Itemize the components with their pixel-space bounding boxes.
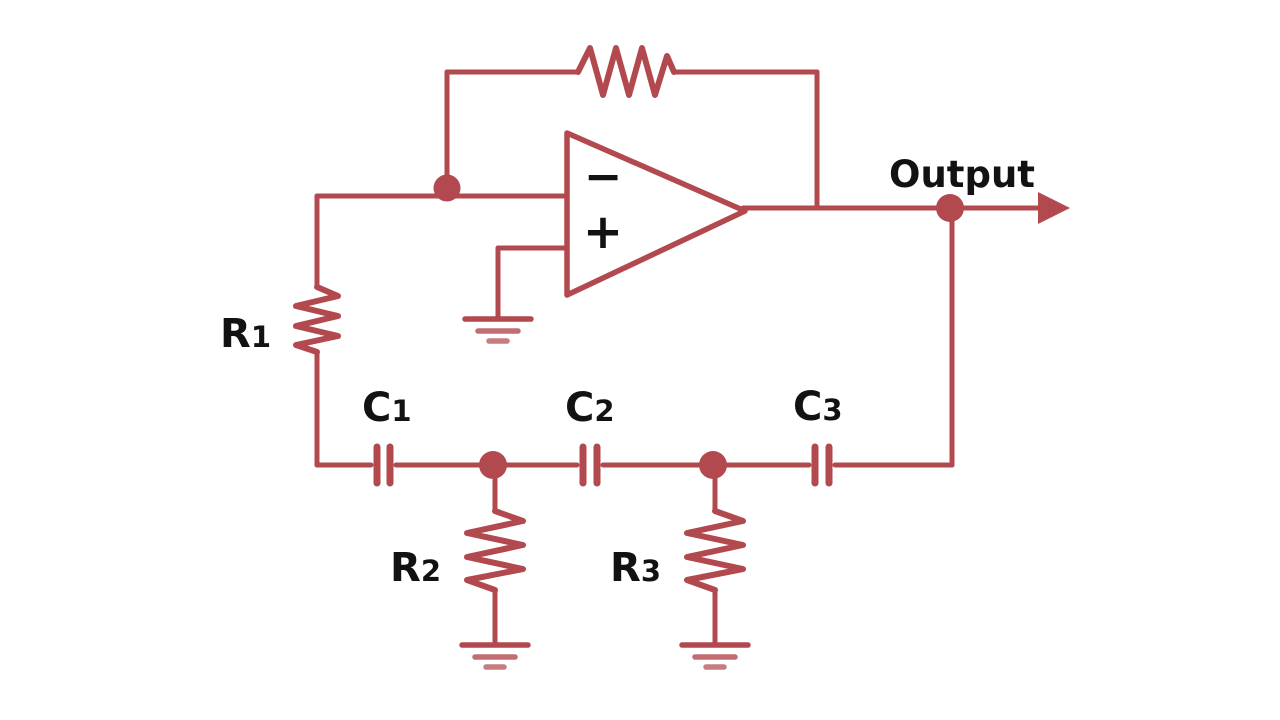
label-output: Output <box>889 153 1035 196</box>
opamp: − + <box>564 130 748 298</box>
resistor-feedback <box>575 45 677 98</box>
capacitor-c2-plates <box>579 443 601 487</box>
junction-dot-output <box>936 194 964 222</box>
label-c2: C2 <box>565 385 615 431</box>
junction-dot-c1-c2 <box>479 451 507 479</box>
label-r3: R3 <box>610 545 661 591</box>
ground-symbol-r2 <box>459 642 531 670</box>
ground-symbol-opamp <box>462 316 534 344</box>
opamp-inverting-symbol: − <box>584 149 623 203</box>
opamp-body <box>564 130 748 298</box>
output-arrowhead-icon <box>1038 192 1070 224</box>
label-c1: C1 <box>362 385 412 431</box>
resistor-r1 <box>293 284 341 355</box>
label-c3: C3 <box>793 384 843 430</box>
label-r2: R2 <box>390 545 441 591</box>
junction-dot-feedback <box>433 174 461 202</box>
ground-symbol-r3 <box>679 642 751 670</box>
opamp-noninverting-symbol: + <box>583 204 623 260</box>
capacitor-c3-plates <box>811 443 833 487</box>
label-r1: R1 <box>220 311 271 357</box>
capacitor-c1-plates <box>373 443 394 487</box>
resistor-r3 <box>684 508 746 593</box>
junction-dot-c2-c3 <box>699 451 727 479</box>
resistor-r2 <box>464 508 526 593</box>
labels: R1 C1 C2 C3 R2 R3 Output <box>220 153 1035 591</box>
